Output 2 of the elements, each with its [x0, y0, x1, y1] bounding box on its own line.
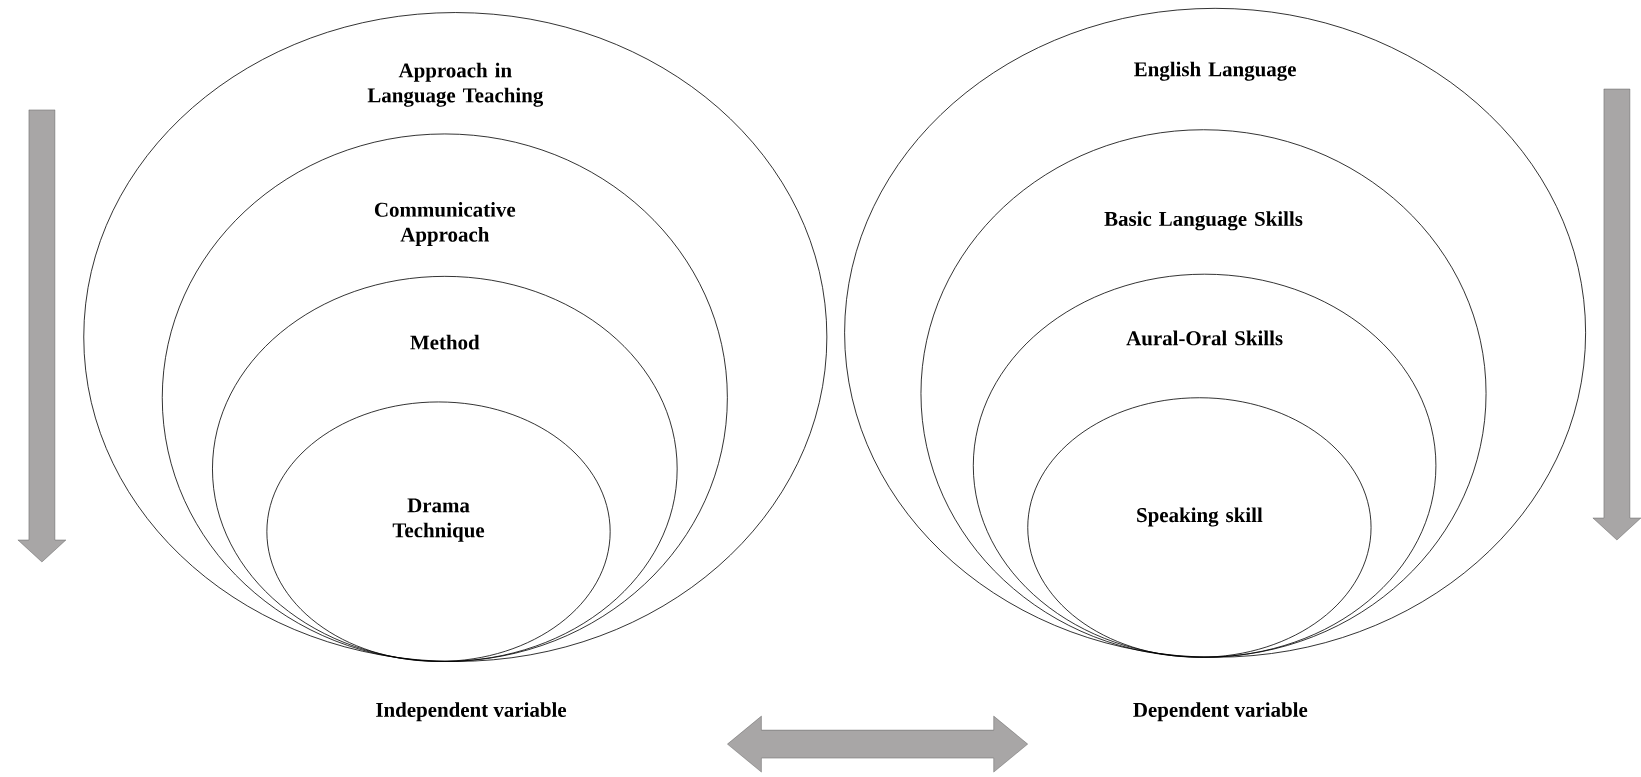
- variable-label: Dependent variable: [1133, 702, 1308, 722]
- variable-label: Independent variable: [376, 702, 567, 722]
